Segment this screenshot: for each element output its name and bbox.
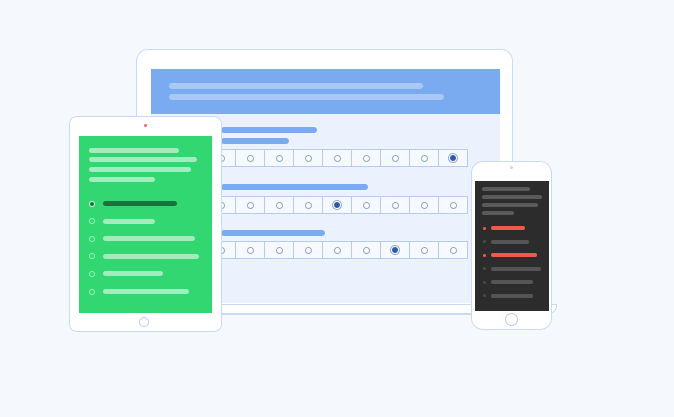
tablet-screen bbox=[79, 136, 212, 313]
phone-question-placeholder bbox=[482, 203, 538, 207]
phone-option-label-placeholder bbox=[491, 253, 537, 257]
radio-icon[interactable] bbox=[89, 218, 95, 225]
scale-cell[interactable] bbox=[235, 196, 265, 214]
scale-cell[interactable] bbox=[351, 149, 381, 167]
phone-option-label-placeholder bbox=[491, 280, 533, 284]
phone-speaker-icon bbox=[510, 166, 513, 169]
survey-header bbox=[151, 69, 500, 114]
question-3-text-placeholder bbox=[221, 230, 325, 236]
radio-icon bbox=[362, 201, 370, 209]
header-subtitle-placeholder bbox=[169, 94, 444, 100]
scale-cell[interactable] bbox=[264, 149, 294, 167]
tablet-option-label-placeholder bbox=[103, 201, 177, 206]
tablet-option-label-placeholder bbox=[103, 236, 195, 242]
phone-option-label-placeholder bbox=[491, 293, 533, 298]
scale-cell[interactable] bbox=[264, 241, 294, 259]
radio-icon bbox=[391, 201, 399, 209]
header-title-placeholder bbox=[169, 83, 423, 89]
phone-question-placeholder bbox=[482, 195, 542, 199]
scale-cell[interactable] bbox=[322, 149, 352, 167]
tablet-option-label-placeholder bbox=[103, 271, 163, 277]
radio-selected-icon[interactable] bbox=[483, 253, 486, 257]
scale-cell[interactable] bbox=[322, 196, 352, 214]
tablet-question-placeholder bbox=[89, 148, 179, 153]
phone-home-button[interactable] bbox=[505, 313, 518, 326]
question-2-text-placeholder bbox=[221, 184, 368, 190]
tablet-option-label-placeholder bbox=[103, 253, 199, 259]
tablet-question-placeholder bbox=[89, 157, 197, 162]
radio-icon[interactable] bbox=[89, 288, 95, 295]
tablet-option-label-placeholder bbox=[103, 218, 155, 224]
phone-screen bbox=[475, 181, 549, 311]
phone-question-placeholder bbox=[482, 187, 530, 191]
radio-icon[interactable] bbox=[483, 294, 486, 297]
scale-cell[interactable] bbox=[351, 196, 381, 214]
tablet-question-placeholder bbox=[89, 177, 155, 182]
scale-cell[interactable] bbox=[380, 149, 410, 167]
radio-icon bbox=[304, 154, 312, 162]
scale-cell[interactable] bbox=[293, 241, 323, 259]
radio-selected-icon[interactable] bbox=[483, 226, 486, 230]
scale-cell[interactable] bbox=[409, 196, 439, 214]
radio-icon[interactable] bbox=[483, 240, 486, 243]
radio-icon bbox=[304, 201, 312, 209]
question-1-text-placeholder bbox=[221, 138, 289, 144]
question-3-scale bbox=[206, 241, 468, 259]
question-2-scale bbox=[206, 196, 468, 214]
radio-icon bbox=[275, 201, 283, 209]
scale-cell[interactable] bbox=[351, 241, 381, 259]
radio-icon bbox=[362, 154, 370, 162]
radio-icon bbox=[304, 246, 312, 254]
scale-cell[interactable] bbox=[293, 149, 323, 167]
radio-icon bbox=[275, 154, 283, 162]
scale-cell[interactable] bbox=[438, 196, 468, 214]
radio-icon bbox=[246, 154, 254, 162]
radio-icon bbox=[362, 246, 370, 254]
radio-selected-icon bbox=[450, 155, 456, 161]
radio-icon bbox=[333, 246, 341, 254]
phone-option-label-placeholder bbox=[491, 239, 529, 244]
radio-icon bbox=[333, 154, 341, 162]
phone-option-label-placeholder bbox=[491, 226, 525, 230]
radio-icon bbox=[420, 154, 428, 162]
scale-cell[interactable] bbox=[264, 196, 294, 214]
radio-icon[interactable] bbox=[89, 235, 95, 242]
radio-icon bbox=[246, 201, 254, 209]
scale-cell[interactable] bbox=[438, 149, 468, 167]
scale-cell[interactable] bbox=[380, 196, 410, 214]
radio-icon[interactable] bbox=[89, 270, 95, 277]
scale-cell[interactable] bbox=[380, 241, 410, 259]
question-1-scale bbox=[206, 149, 468, 167]
tablet-option-label-placeholder bbox=[103, 289, 189, 294]
tablet-home-button[interactable] bbox=[139, 317, 149, 327]
radio-selected-icon bbox=[334, 202, 340, 208]
scale-cell[interactable] bbox=[235, 241, 265, 259]
radio-icon bbox=[420, 201, 428, 209]
radio-selected-icon bbox=[392, 247, 398, 253]
radio-icon[interactable] bbox=[483, 280, 486, 284]
scale-cell[interactable] bbox=[235, 149, 265, 167]
question-1-text-placeholder bbox=[221, 127, 317, 133]
radio-selected-icon[interactable] bbox=[89, 200, 95, 207]
tablet-camera-icon bbox=[144, 124, 147, 127]
scale-cell[interactable] bbox=[409, 149, 439, 167]
radio-icon bbox=[391, 154, 399, 162]
radio-icon bbox=[420, 246, 428, 254]
scale-cell[interactable] bbox=[438, 241, 468, 259]
radio-icon[interactable] bbox=[483, 267, 486, 270]
phone-question-placeholder bbox=[482, 211, 514, 215]
scale-cell[interactable] bbox=[322, 241, 352, 259]
scale-cell[interactable] bbox=[409, 241, 439, 259]
radio-icon[interactable] bbox=[89, 253, 95, 260]
tablet-device bbox=[69, 116, 222, 332]
tablet-question-placeholder bbox=[89, 167, 191, 172]
phone-option-label-placeholder bbox=[491, 266, 541, 271]
phone-device bbox=[471, 161, 552, 330]
radio-icon bbox=[449, 246, 457, 254]
scale-cell[interactable] bbox=[293, 196, 323, 214]
radio-icon bbox=[275, 246, 283, 254]
radio-icon bbox=[449, 201, 457, 209]
radio-icon bbox=[246, 246, 254, 254]
